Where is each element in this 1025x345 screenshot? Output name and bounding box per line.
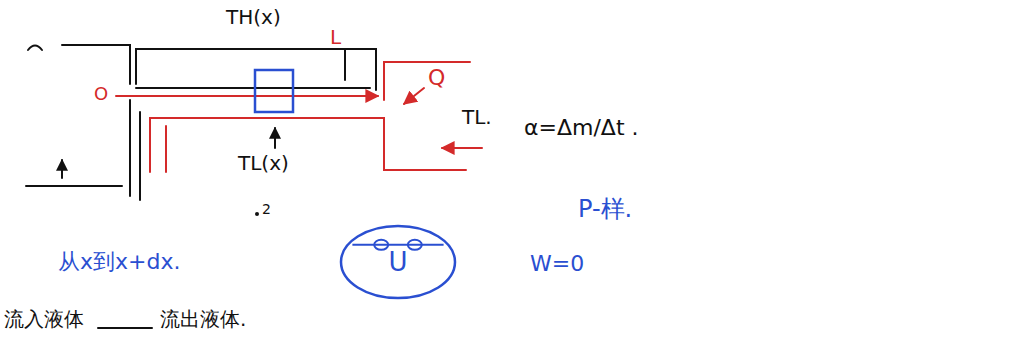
node-text: U — [388, 247, 407, 277]
outer-wall — [62, 45, 130, 84]
note-text: P-样. — [578, 196, 632, 222]
heat-arrow — [404, 88, 424, 104]
tube-bottom — [136, 87, 370, 89]
break-mark — [28, 46, 42, 51]
pointer-arrow — [274, 128, 276, 148]
note-text: 2 — [262, 202, 271, 217]
note-text: 流入液体 — [4, 308, 84, 330]
axis-arrow — [116, 95, 378, 97]
note-text: TL(x) — [238, 152, 289, 174]
note-text: W=0 — [530, 252, 584, 276]
pipe-walls — [26, 45, 376, 328]
control-volume — [255, 70, 293, 112]
shell-lower — [150, 118, 466, 172]
outer-wall-low — [129, 100, 131, 196]
bottom-wall — [26, 185, 122, 187]
blank-line — [98, 327, 152, 329]
note-text: L — [330, 26, 341, 48]
note-text: 流出液体. — [160, 308, 246, 330]
eye — [408, 240, 422, 250]
shell-upper — [384, 62, 470, 100]
tube-end — [344, 50, 346, 80]
note-text: O — [94, 84, 108, 104]
face-circle: U — [338, 223, 458, 301]
shell-walls — [116, 62, 482, 172]
note-text: TL. — [462, 106, 492, 128]
face-ring — [341, 226, 455, 298]
brow-line — [352, 244, 443, 246]
note-text: α=Δm/Δt . — [524, 116, 639, 140]
note-text: TH(x) — [226, 6, 281, 28]
flow-arrow — [442, 147, 482, 149]
dot — [255, 212, 259, 216]
note-text: Q — [428, 66, 445, 90]
shell-inner — [165, 126, 167, 172]
eye — [374, 240, 388, 250]
small-arrow — [61, 160, 63, 178]
inner-wall-low — [139, 112, 141, 200]
note-text: 从x到x+dx. — [58, 250, 180, 274]
